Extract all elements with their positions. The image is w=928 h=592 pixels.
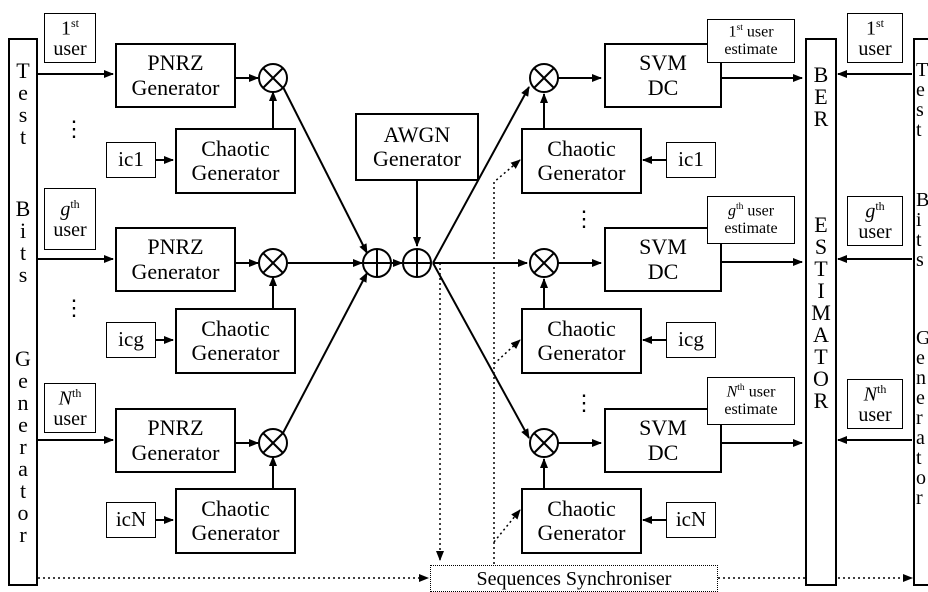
ic-box-tx-1: ic1 bbox=[106, 142, 156, 178]
tx-multiplier-g bbox=[258, 248, 288, 278]
ellipsis-rx-2: ⋮ bbox=[573, 390, 595, 415]
user-label-right-n: Nth user bbox=[847, 379, 903, 429]
user-estimate-g: gth user estimate bbox=[707, 196, 795, 244]
user-label-n: Nth user bbox=[44, 383, 96, 433]
noise-adder bbox=[402, 248, 432, 278]
user-estimate-1: 1st user estimate bbox=[707, 19, 795, 63]
rx-multiplier-g bbox=[529, 248, 559, 278]
user-label-right-g: gth user bbox=[847, 196, 903, 246]
ellipsis-tx-2: ⋮ bbox=[63, 295, 85, 320]
tx-multiplier-1 bbox=[258, 63, 288, 93]
user-label-right-1: 1st user bbox=[847, 13, 903, 63]
sum-adder bbox=[362, 248, 392, 278]
test-bits-generator-left bbox=[8, 38, 38, 586]
ic-box-rx-1: ic1 bbox=[666, 142, 716, 178]
user-label-1: 1st user bbox=[44, 13, 96, 63]
test-bits-generator-right bbox=[913, 38, 928, 586]
ber-estimator bbox=[805, 38, 837, 586]
user-label-g: gth user bbox=[44, 188, 96, 250]
ic-box-tx-g: icg bbox=[106, 322, 156, 358]
ellipsis-rx-1: ⋮ bbox=[573, 206, 595, 231]
ic-box-rx-n: icN bbox=[666, 502, 716, 538]
sequences-synchroniser: Sequences Synchroniser bbox=[430, 565, 718, 592]
ellipsis-tx-1: ⋮ bbox=[63, 116, 85, 141]
rx-multiplier-1 bbox=[529, 63, 559, 93]
rx-multiplier-n bbox=[529, 428, 559, 458]
ic-box-tx-n: icN bbox=[106, 502, 156, 538]
user-estimate-n: Nth user estimate bbox=[707, 377, 795, 425]
ic-box-rx-g: icg bbox=[666, 322, 716, 358]
tx-multiplier-n bbox=[258, 428, 288, 458]
